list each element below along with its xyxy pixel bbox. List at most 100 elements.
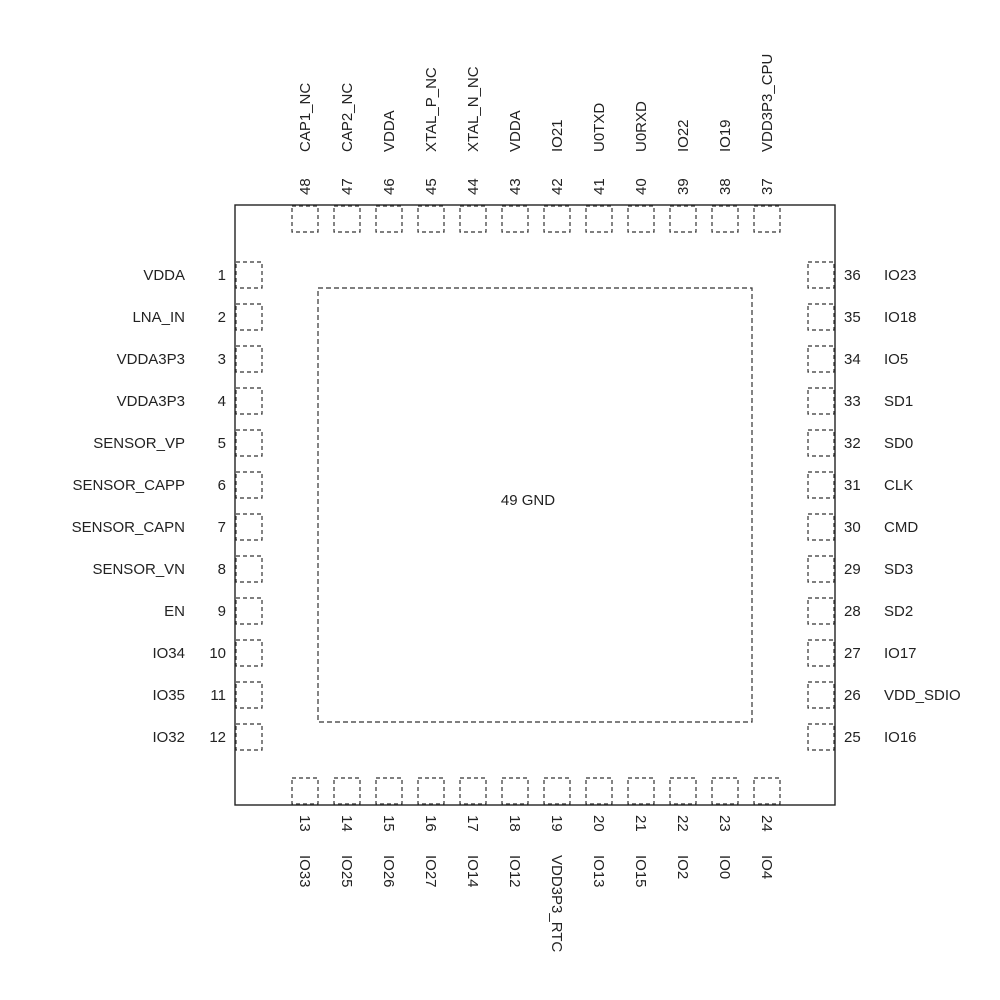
pin-pad-47: [333, 205, 361, 233]
pin-name-17: IO14: [464, 855, 481, 888]
pin-number-34: 34: [844, 351, 861, 368]
pin-number-41: 41: [591, 178, 608, 195]
pin-name-22: IO2: [674, 855, 691, 879]
pin-pad-12: [235, 723, 263, 751]
pin-name-25: IO16: [884, 729, 917, 746]
pin-pad-38: [711, 205, 739, 233]
pin-pad-8: [235, 555, 263, 583]
exposed-ground-pad: [317, 287, 753, 723]
pin-name-19: VDD3P3_RTC: [548, 855, 565, 952]
pin-pad-5: [235, 429, 263, 457]
pin-pad-16: [417, 777, 445, 805]
pin-number-14: 14: [338, 815, 355, 832]
pin-number-8: 8: [218, 561, 226, 578]
pin-name-15: IO26: [380, 855, 397, 888]
pin-number-25: 25: [844, 729, 861, 746]
pin-number-5: 5: [218, 435, 226, 452]
pin-pad-14: [333, 777, 361, 805]
pin-name-48: CAP1_NC: [297, 83, 314, 152]
pin-pad-41: [585, 205, 613, 233]
pin-number-38: 38: [717, 178, 734, 195]
pin-number-23: 23: [716, 815, 733, 832]
pin-pad-3: [235, 345, 263, 373]
pin-pad-9: [235, 597, 263, 625]
pin-pad-25: [807, 723, 835, 751]
pin-number-40: 40: [633, 178, 650, 195]
pin-number-17: 17: [464, 815, 481, 832]
pin-name-44: XTAL_N_NC: [465, 66, 482, 152]
pin-name-40: U0RXD: [633, 101, 650, 152]
pin-pad-2: [235, 303, 263, 331]
pin-name-27: IO17: [884, 645, 917, 662]
pin-number-45: 45: [423, 178, 440, 195]
pin-pad-28: [807, 597, 835, 625]
pin-number-31: 31: [844, 477, 861, 494]
pin-pad-18: [501, 777, 529, 805]
pin-number-37: 37: [759, 178, 776, 195]
pin-name-30: CMD: [884, 519, 918, 536]
pin-number-46: 46: [381, 178, 398, 195]
pin-number-26: 26: [844, 687, 861, 704]
pin-number-18: 18: [506, 815, 523, 832]
pin-name-32: SD0: [884, 435, 913, 452]
pin-name-6: SENSOR_CAPP: [72, 477, 185, 494]
pin-name-4: VDDA3P3: [117, 393, 185, 410]
pin-pad-4: [235, 387, 263, 415]
pin-pad-21: [627, 777, 655, 805]
pin-pad-35: [807, 303, 835, 331]
pin-name-35: IO18: [884, 309, 917, 326]
pin-name-46: VDDA: [381, 110, 398, 152]
center-pad-number: 49: [501, 492, 518, 509]
pin-pad-24: [753, 777, 781, 805]
pin-number-4: 4: [218, 393, 226, 410]
pin-name-43: VDDA: [507, 110, 524, 152]
pin-number-43: 43: [507, 178, 524, 195]
pin-name-41: U0TXD: [591, 103, 608, 152]
pin-pad-15: [375, 777, 403, 805]
pin-number-42: 42: [549, 178, 566, 195]
pin-number-27: 27: [844, 645, 861, 662]
pin-name-42: IO21: [549, 119, 566, 152]
pin-pad-10: [235, 639, 263, 667]
pin-name-33: SD1: [884, 393, 913, 410]
pin-number-28: 28: [844, 603, 861, 620]
pin-number-48: 48: [297, 178, 314, 195]
pin-number-1: 1: [218, 267, 226, 284]
pin-name-29: SD3: [884, 561, 913, 578]
pin-pad-7: [235, 513, 263, 541]
pin-name-26: VDD_SDIO: [884, 687, 961, 704]
pin-pad-20: [585, 777, 613, 805]
pin-number-12: 12: [209, 729, 226, 746]
pin-pad-39: [669, 205, 697, 233]
pin-number-7: 7: [218, 519, 226, 536]
pin-name-38: IO19: [717, 119, 734, 152]
pin-pad-33: [807, 387, 835, 415]
pin-name-36: IO23: [884, 267, 917, 284]
pin-pad-37: [753, 205, 781, 233]
pin-name-14: IO25: [338, 855, 355, 888]
pin-number-19: 19: [548, 815, 565, 832]
pin-number-35: 35: [844, 309, 861, 326]
pin-number-6: 6: [218, 477, 226, 494]
pin-number-32: 32: [844, 435, 861, 452]
pin-number-16: 16: [422, 815, 439, 832]
pin-pad-34: [807, 345, 835, 373]
pin-name-12: IO32: [152, 729, 185, 746]
center-pad-name: GND: [522, 492, 556, 509]
pin-name-1: VDDA: [143, 267, 185, 284]
pin-pad-11: [235, 681, 263, 709]
pin-number-11: 11: [210, 687, 226, 704]
pin-name-3: VDDA3P3: [117, 351, 185, 368]
pin-pad-32: [807, 429, 835, 457]
pin-number-15: 15: [380, 815, 397, 832]
pin-number-10: 10: [209, 645, 226, 662]
pin-pad-13: [291, 777, 319, 805]
pin-number-2: 2: [218, 309, 226, 326]
pin-pad-27: [807, 639, 835, 667]
chip-body: [234, 204, 836, 806]
pin-name-47: CAP2_NC: [339, 83, 356, 152]
pin-number-22: 22: [674, 815, 691, 832]
pin-name-2: LNA_IN: [132, 309, 185, 326]
pin-name-24: IO4: [758, 855, 775, 879]
pin-name-8: SENSOR_VN: [92, 561, 185, 578]
